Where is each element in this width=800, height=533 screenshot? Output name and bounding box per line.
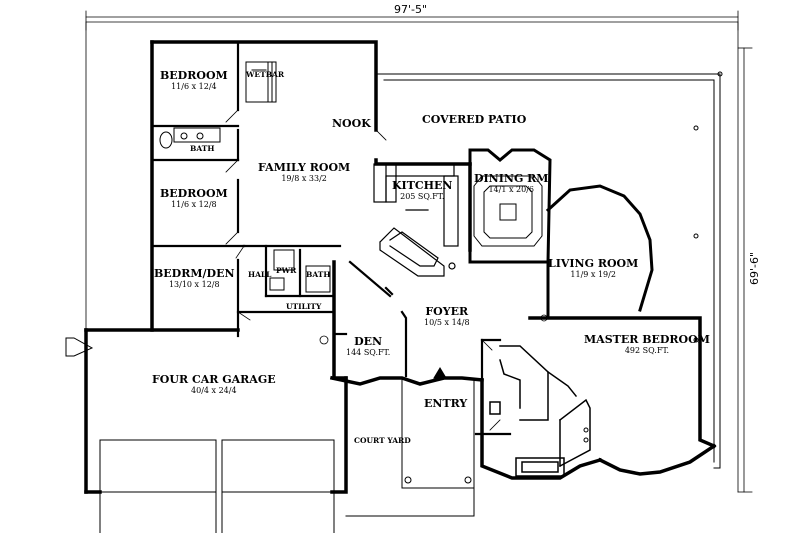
bedroom-2-size: 11/6 x 12/8	[171, 200, 217, 209]
garage	[65, 337, 335, 533]
bedrm-den-size: 13/10 x 12/8	[168, 280, 220, 289]
utility-label: UTILITY	[286, 302, 322, 311]
bedroom-2-label: BEDROOM 11/6 x 12/8	[160, 188, 228, 210]
bath-2-label: BATH	[306, 270, 331, 279]
powder-room-label: PWR	[276, 266, 297, 275]
master-bedroom-name: MASTER BEDROOM	[584, 333, 710, 346]
den-label: DEN 144 SQ.FT.	[346, 336, 390, 358]
court-yard-label: COURT YARD	[354, 436, 411, 445]
living-room-label: LIVING ROOM 11/9 x 19/2	[548, 258, 638, 280]
foyer-label: FOYER 10/5 x 14/8	[424, 306, 470, 328]
den-size: 144 SQ.FT.	[346, 348, 391, 357]
garage-name: FOUR CAR GARAGE	[152, 373, 276, 386]
foyer-size: 10/5 x 14/8	[424, 318, 470, 327]
bedroom-1-name: BEDROOM	[160, 69, 228, 82]
garage-size: 40/4 x 24/4	[191, 386, 237, 395]
entry-label: ENTRY	[424, 397, 468, 410]
bath-fixtures	[159, 127, 331, 293]
family-room-size: 19/8 x 33/2	[281, 174, 327, 183]
patio-outline	[377, 73, 721, 469]
overall-width: 97'-5"	[394, 3, 428, 16]
living-room-size: 11/9 x 19/2	[570, 270, 616, 279]
dining-room-size: 14/1 x 20/6	[488, 185, 534, 194]
kitchen-counters	[373, 163, 459, 277]
bath-label: BATH	[190, 144, 215, 153]
dining-room-label: DINING RM 14/1 x 20/6	[474, 173, 548, 195]
interior-walls	[150, 40, 512, 436]
dining-bay	[468, 148, 552, 264]
family-fixtures	[245, 61, 277, 103]
dining-room-name: DINING RM	[474, 172, 549, 185]
wetbar-label: WETBAR	[246, 70, 285, 79]
nook-label: NOOK	[332, 117, 371, 130]
courtyard	[345, 367, 475, 517]
den-name: DEN	[354, 335, 383, 348]
foyer-walls	[348, 260, 408, 378]
covered-patio-label: COVERED PATIO	[422, 113, 527, 126]
bedroom-2-name: BEDROOM	[160, 187, 228, 200]
foyer-name: FOYER	[425, 305, 469, 318]
master-bedroom-size: 492 SQ.FT.	[624, 346, 670, 355]
bedrm-den-label: BEDRM/DEN 13/10 x 12/8	[154, 268, 235, 290]
garage-label: FOUR CAR GARAGE 40/4 x 24/4	[152, 374, 276, 396]
patio-posts	[583, 71, 723, 443]
door-swings	[225, 109, 548, 431]
family-room-label: FAMILY ROOM 19/8 x 33/2	[258, 162, 350, 184]
kitchen-name: KITCHEN	[392, 179, 453, 192]
kitchen-label: KITCHEN 205 SQ.FT.	[392, 180, 452, 202]
family-room-name: FAMILY ROOM	[258, 161, 351, 174]
hall-label: HALL	[248, 270, 272, 279]
dining-table	[473, 175, 543, 247]
master-bedroom-label: MASTER BEDROOM 492 SQ.FT.	[584, 334, 710, 356]
living-bay	[545, 184, 654, 320]
overall-depth: 69'-6"	[748, 251, 762, 286]
bedroom-1-label: BEDROOM 11/6 x 12/4	[160, 70, 228, 92]
bedroom-1-size: 11/6 x 12/4	[171, 82, 217, 91]
living-room-name: LIVING ROOM	[548, 257, 639, 270]
master-bath	[489, 345, 591, 477]
dimension-lines	[85, 10, 753, 493]
bedrm-den-name: BEDRM/DEN	[154, 267, 235, 280]
kitchen-size: 205 SQ.FT.	[400, 192, 445, 201]
